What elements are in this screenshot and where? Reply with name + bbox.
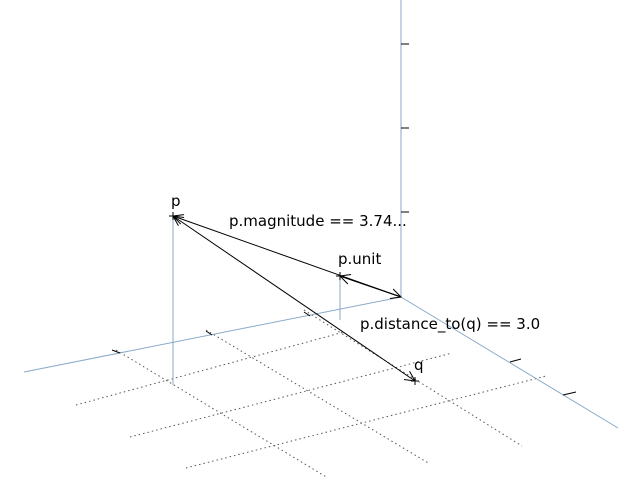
floor-grid (75, 309, 547, 479)
point-markers (169, 212, 419, 385)
y-tick (562, 391, 577, 396)
point-q-label: q (414, 356, 424, 374)
x-axis (23, 296, 402, 373)
vectors (173, 216, 415, 381)
x-tick (111, 349, 121, 354)
distance-arrow (173, 216, 415, 381)
distance-label: p.distance_to(q) == 3.0 (360, 315, 540, 334)
grid-line (129, 352, 453, 438)
point-p-label: p (171, 192, 181, 210)
grid-line (185, 375, 547, 469)
magnitude-label: p.magnitude == 3.74... (229, 212, 407, 230)
grid-line (115, 349, 329, 479)
grid-line (75, 331, 345, 406)
y-axis (400, 296, 619, 429)
unit-vector-arrow-back (339, 275, 401, 297)
unit-vector-label: p.unit (338, 250, 381, 268)
y-tick (509, 358, 522, 363)
grid-line (205, 329, 431, 465)
